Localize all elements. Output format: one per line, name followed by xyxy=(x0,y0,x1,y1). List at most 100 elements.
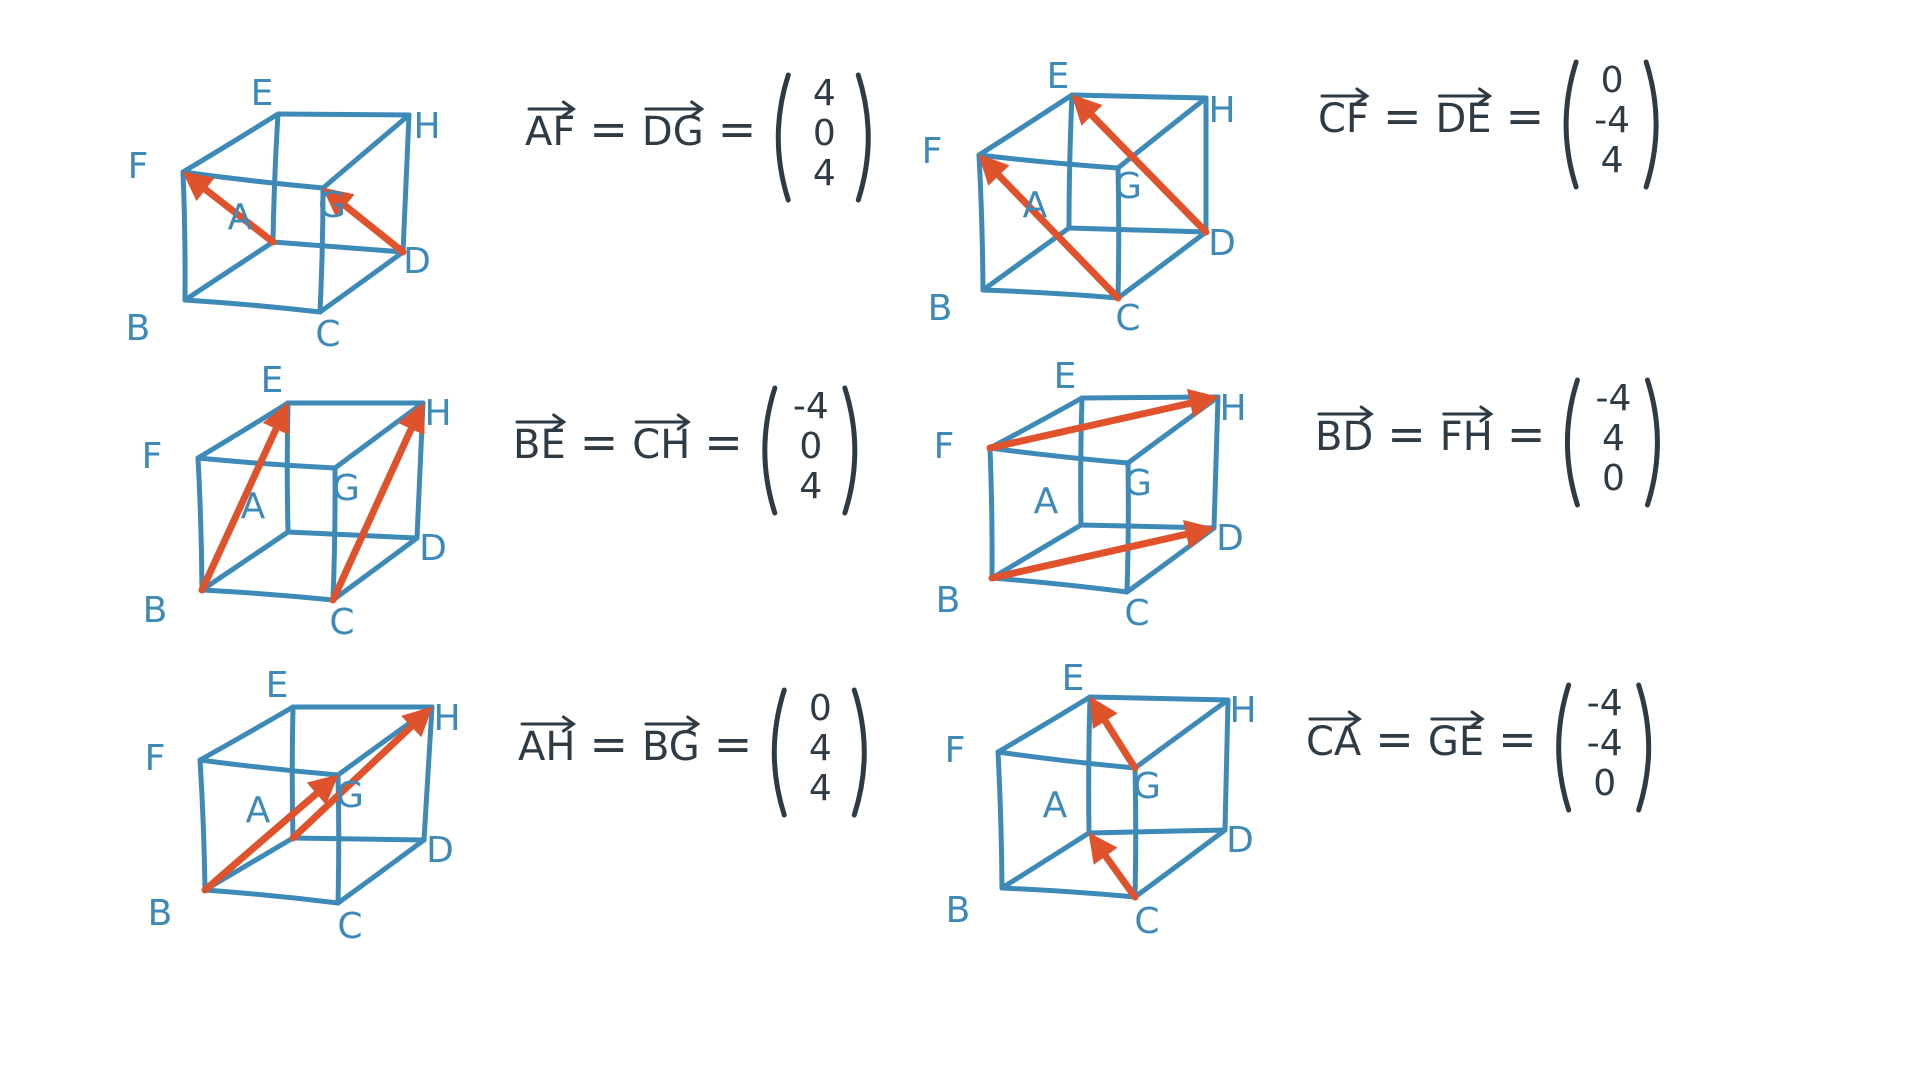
cube-edge-GF xyxy=(976,152,1121,171)
vector-name-2-overarrow xyxy=(1442,405,1494,423)
vertex-label-B: B xyxy=(126,308,151,349)
vertex-label-E: E xyxy=(266,665,289,706)
vector-name-1-overarrow xyxy=(1320,87,1370,105)
vector-name-2: DE xyxy=(1435,96,1491,142)
vertex-label-D: D xyxy=(419,528,447,569)
cube-edge-AB xyxy=(182,239,276,303)
vector-name-1: AH xyxy=(518,724,575,770)
vector-name-1-overarrow xyxy=(515,413,567,431)
vector-component-1: 4 xyxy=(813,73,836,114)
vertex-label-F: F xyxy=(145,738,166,779)
vertex-label-H: H xyxy=(1208,90,1235,131)
vertex-label-E: E xyxy=(261,360,284,401)
vertex-label-H: H xyxy=(433,698,460,739)
vertex-label-H: H xyxy=(1229,690,1256,731)
cube-edge-AB xyxy=(199,529,291,593)
cube-edge-HD xyxy=(1222,697,1231,833)
cube-edge-BC xyxy=(999,885,1138,900)
vector-component-3: 4 xyxy=(799,466,822,507)
vertex-label-F: F xyxy=(945,730,966,771)
vertex-label-C: C xyxy=(1115,298,1140,339)
vector-component-3: 4 xyxy=(1601,140,1624,181)
equation-2: CF=DE=0-44 xyxy=(1318,59,1659,190)
cube-edge-GF xyxy=(195,455,338,471)
vertex-label-A: A xyxy=(228,197,253,238)
vertex-label-G: G xyxy=(1133,766,1161,807)
cube-edge-EA xyxy=(1086,694,1093,836)
vertex-label-E: E xyxy=(1062,658,1085,699)
left-paren xyxy=(1556,682,1572,813)
equals-sign-2: = xyxy=(1506,89,1545,143)
cube-edge-HG xyxy=(1132,697,1231,771)
equals-sign-1: = xyxy=(589,717,628,771)
vector-name-2-overarrow xyxy=(644,715,701,733)
left-paren xyxy=(771,687,787,818)
cube-edge-EH xyxy=(1079,394,1221,401)
cube-edge-DA xyxy=(1078,522,1217,531)
cube-edge-CD xyxy=(330,535,420,603)
vector-name-1-overarrow xyxy=(1317,405,1374,423)
cube-edge-DA xyxy=(270,239,406,255)
vector-component-3: 0 xyxy=(1602,458,1625,499)
vector-component-2: -4 xyxy=(1594,100,1630,141)
vertex-label-D: D xyxy=(403,241,431,282)
cube-edge-FE xyxy=(976,92,1075,158)
cube-edge-AB xyxy=(999,830,1092,891)
cube-edge-FB xyxy=(180,169,188,303)
vertex-label-G: G xyxy=(318,185,346,226)
vertex-label-F: F xyxy=(934,426,955,467)
cube-edge-BC xyxy=(182,297,323,315)
cube-edge-GF xyxy=(197,757,341,778)
vector-name-2: CH xyxy=(632,422,690,468)
equals-sign-2: = xyxy=(718,102,757,156)
vertex-label-C: C xyxy=(337,906,362,947)
vector-component-2: 0 xyxy=(813,113,836,154)
vertex-label-C: C xyxy=(1124,593,1149,634)
equals-sign-1: = xyxy=(580,415,619,469)
vertex-label-D: D xyxy=(1216,518,1244,559)
cube-edge-GC xyxy=(1132,765,1139,900)
vertex-label-H: H xyxy=(413,106,440,147)
vector-component-3: 4 xyxy=(813,153,836,194)
equals-sign-1: = xyxy=(1383,89,1422,143)
cube-edge-CD xyxy=(1115,229,1209,301)
vector-name-1-overarrow xyxy=(1308,710,1362,728)
vector-name-2: BG xyxy=(642,724,700,770)
equals-sign-2: = xyxy=(714,717,753,771)
cube-edge-FE xyxy=(180,111,281,175)
equation-5: AH=BG=044 xyxy=(518,687,867,818)
cube-edge-GF xyxy=(987,445,1131,466)
cube-edge-FB xyxy=(195,455,205,593)
equation-3: BE=CH=-404 xyxy=(513,385,858,516)
equals-sign-1: = xyxy=(1387,407,1426,461)
vertex-label-F: F xyxy=(142,436,163,477)
vector-component-1: 0 xyxy=(809,688,832,729)
vertex-label-A: A xyxy=(241,486,266,527)
vector-name-2-overarrow xyxy=(1437,87,1493,105)
vertex-label-G: G xyxy=(1114,166,1142,207)
vector-arrow-DE xyxy=(1071,94,1210,236)
vector-component-2: 4 xyxy=(809,728,832,769)
equation-1: AF=DG=404 xyxy=(525,72,871,203)
vector-name-2: DG xyxy=(642,109,704,155)
vertex-label-D: D xyxy=(1226,820,1254,861)
cube-edge-FE xyxy=(995,694,1093,755)
equals-sign-1: = xyxy=(589,102,628,156)
cube-edge-HG xyxy=(320,112,412,191)
vector-component-1: -4 xyxy=(1595,378,1631,419)
cube-edge-EH xyxy=(275,111,412,118)
cube-edge-HD xyxy=(400,112,412,255)
vector-arrow-AF xyxy=(182,171,277,246)
left-paren xyxy=(1564,377,1580,508)
vector-name-2: FH xyxy=(1440,414,1493,460)
cube-edge-DA xyxy=(290,835,427,843)
vector-component-2: 4 xyxy=(1602,418,1625,459)
left-paren xyxy=(1563,59,1579,190)
cube-edge-FB xyxy=(976,152,986,293)
vertex-label-G: G xyxy=(1124,463,1152,504)
cube-edge-FE xyxy=(197,704,296,763)
cube-edge-EH xyxy=(1087,694,1231,703)
